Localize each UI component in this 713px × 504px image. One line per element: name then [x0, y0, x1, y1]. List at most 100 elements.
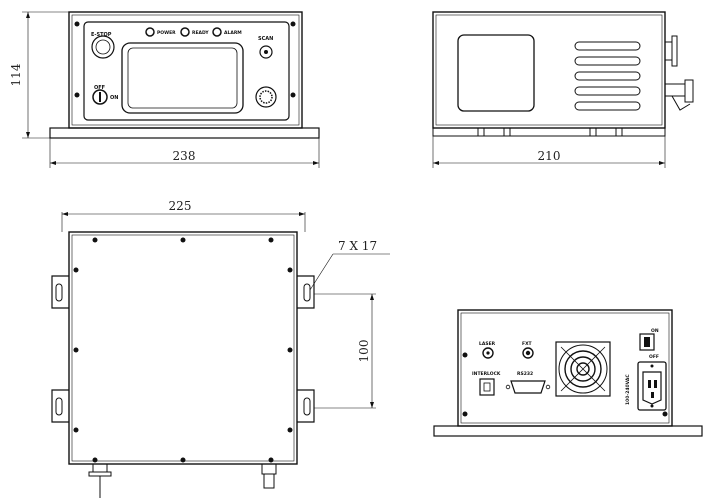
interlock-connector-inner	[483, 382, 491, 392]
top-connector-flange	[88, 471, 112, 477]
on-label: ON	[110, 95, 118, 101]
alarm-led-icon	[212, 27, 222, 37]
side-connector-icon	[664, 41, 673, 61]
alarm-label: ALARM	[224, 30, 242, 36]
off-label: OFF	[94, 85, 105, 91]
top-fiber-connector-body	[263, 473, 275, 489]
laser-port-icon	[482, 347, 494, 359]
fan-ring-outer	[558, 344, 608, 394]
front-enclosure	[68, 11, 303, 129]
vent-slot	[574, 56, 641, 66]
rs232-connector-icon	[510, 380, 546, 394]
fxt-port-center	[525, 350, 531, 356]
mount-slot	[55, 397, 63, 416]
front-view: E-STOP POWER READY ALARM SCAN OFF ON 114	[9, 11, 320, 168]
rear-enclosure-inner	[460, 312, 670, 424]
side-window	[457, 34, 535, 112]
front-control-panel	[83, 21, 290, 121]
vent-slot	[574, 86, 641, 96]
mount-slot	[303, 283, 311, 302]
vent-slot	[574, 41, 641, 51]
estop-label: E-STOP	[91, 32, 112, 38]
power-inlet-pin	[651, 392, 654, 398]
power-inlet-icon	[637, 361, 667, 411]
fxt-label: FXT	[522, 341, 533, 347]
rear-view: LASER FXT INTERLOCK RS232 ON OFF 100-240…	[433, 309, 703, 437]
side-foot	[615, 127, 623, 137]
side-depth-dim: 210	[538, 149, 561, 163]
interlock-connector-icon	[479, 378, 495, 396]
rear-screw	[462, 411, 468, 417]
rear-screw	[662, 411, 668, 417]
power-switch-rocker	[644, 337, 650, 347]
front-screw	[74, 92, 80, 98]
rear-base-plate	[433, 425, 703, 437]
ready-led-icon	[180, 27, 190, 37]
top-view: 225 7 X 17 100	[51, 199, 390, 498]
rotary-knob-icon	[255, 86, 277, 108]
rotary-knob-grip	[259, 90, 273, 104]
fan-icon	[555, 341, 611, 397]
mount-ear-left	[51, 389, 69, 423]
side-fiber-connector-end	[684, 79, 694, 103]
top-width-dim: 225	[169, 199, 192, 213]
front-width-dim: 238	[173, 149, 196, 163]
power-inlet-screw	[650, 404, 654, 408]
fan-grille	[560, 346, 606, 392]
top-enclosure	[68, 231, 298, 465]
switch-on-label: ON	[651, 328, 659, 334]
power-label: POWER	[157, 30, 176, 36]
fxt-port-icon	[522, 347, 534, 359]
front-screw	[74, 21, 80, 27]
mount-slot	[55, 283, 63, 302]
side-foot	[589, 127, 597, 137]
side-fiber-connector-icon	[664, 83, 686, 97]
side-view: 210	[432, 11, 694, 168]
top-fiber-connector-icon	[261, 463, 277, 475]
top-enclosure-inner	[71, 234, 295, 462]
ready-label: READY	[192, 30, 209, 36]
estop-knob	[95, 39, 111, 55]
fan-ring-inner	[570, 356, 596, 382]
slot-leader	[309, 253, 334, 291]
display-screen	[121, 42, 244, 114]
side-connector-flange	[671, 35, 678, 67]
rs232-screw	[505, 384, 511, 390]
mount-slot	[303, 397, 311, 416]
side-foot	[477, 127, 485, 137]
scan-button-center	[264, 50, 268, 54]
fan-ring-mid	[564, 350, 602, 388]
power-switch-icon	[639, 333, 655, 351]
interlock-label: INTERLOCK	[472, 371, 501, 377]
fan-hub	[576, 362, 590, 376]
power-inlet-pin	[654, 380, 657, 388]
mount-ear-right	[297, 389, 315, 423]
side-foot	[503, 127, 511, 137]
front-screw	[290, 21, 296, 27]
rs232-label: RS232	[517, 371, 533, 377]
voltage-label: 100-240VAC	[625, 374, 631, 405]
power-inlet-socket	[642, 371, 662, 405]
top-screws	[73, 237, 293, 463]
front-enclosure-inner	[71, 14, 300, 126]
scan-button-icon	[259, 45, 273, 59]
power-inlet-screw	[650, 364, 654, 368]
mount-ear-right	[297, 275, 315, 309]
display-screen-inner	[127, 47, 238, 109]
vent-slot	[574, 71, 641, 81]
switch-off-label: OFF	[649, 354, 659, 360]
power-led-icon	[145, 27, 155, 37]
front-height-dim: 114	[9, 63, 23, 86]
rs232-screw	[545, 384, 551, 390]
top-connector-icon	[92, 463, 108, 473]
vent-slot	[574, 101, 641, 111]
laser-port-center	[486, 351, 490, 355]
front-screw	[290, 92, 296, 98]
estop-icon	[91, 35, 115, 59]
side-fiber-cable	[671, 95, 691, 111]
side-base	[432, 127, 666, 137]
mount-spacing-dim: 100	[357, 340, 371, 363]
front-base-plate	[49, 127, 320, 139]
power-inlet-pin	[648, 380, 651, 388]
